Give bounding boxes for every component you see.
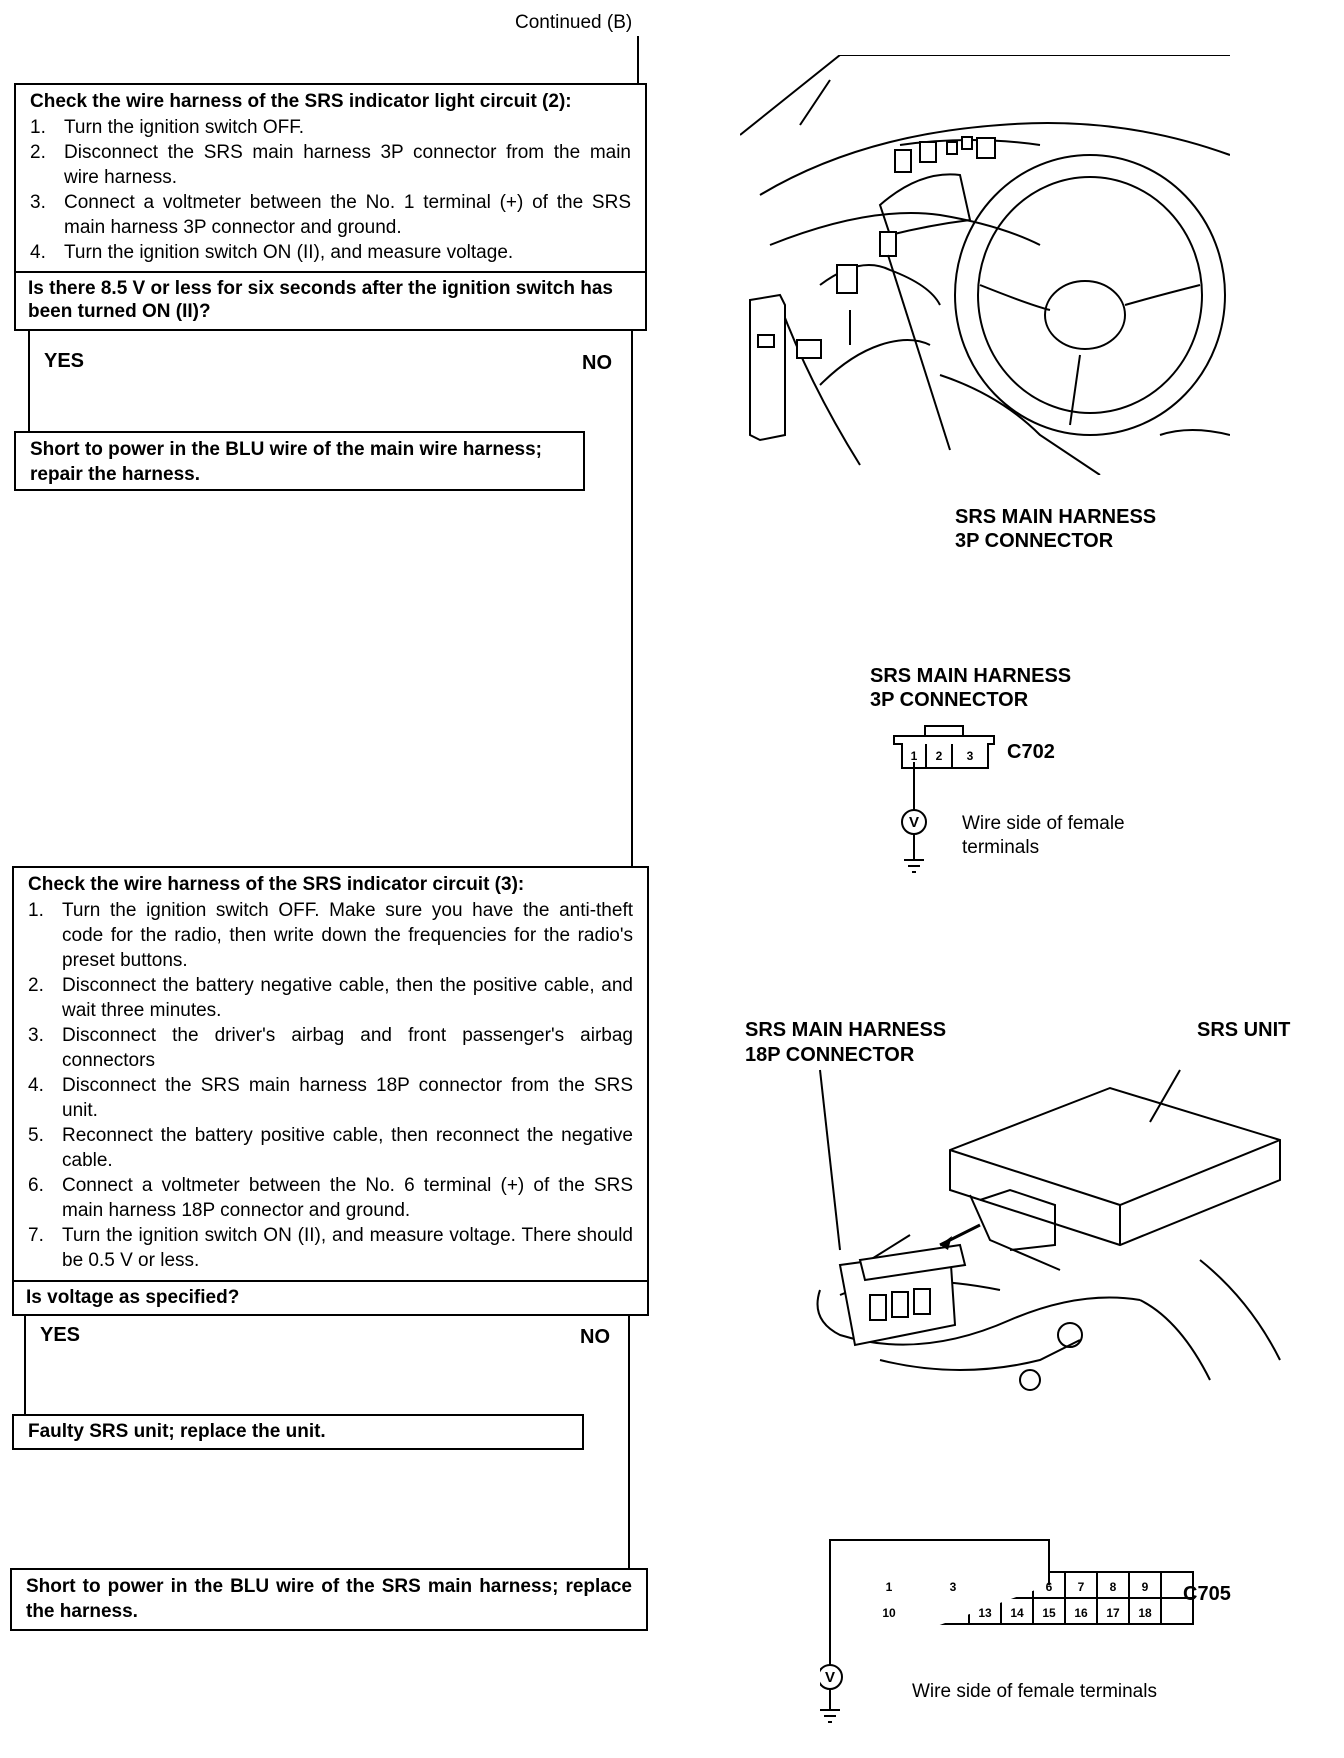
yes-line-1 xyxy=(28,331,30,431)
step-item: 4.Turn the ignition switch ON (II), and … xyxy=(30,242,514,263)
pin-label: 16 xyxy=(1074,1606,1088,1620)
pin-2: 2 xyxy=(936,749,943,763)
check-box-2: Check the wire harness of the SRS indica… xyxy=(12,866,649,1282)
fig3-label-line1: SRS MAIN HARNESS xyxy=(745,1019,947,1041)
fig1-label-line1: SRS MAIN HARNESS xyxy=(955,506,1157,528)
step-item: 3.Connect a voltmeter between the No. 1 … xyxy=(30,192,631,238)
check-box-1: Check the wire harness of the SRS indica… xyxy=(14,83,647,273)
voltmeter-symbol: V xyxy=(909,814,919,831)
fig2-note-line2: terminals xyxy=(962,837,1040,858)
pin-label: 3 xyxy=(950,1580,957,1594)
pin-label: 7 xyxy=(1078,1580,1085,1594)
no-line-1 xyxy=(631,331,633,868)
no-line-2 xyxy=(628,1316,630,1568)
fig2-connector-id: C702 xyxy=(1007,741,1055,763)
step-item: 6.Connect a voltmeter between the No. 6 … xyxy=(28,1175,633,1221)
dashboard-illustration xyxy=(740,55,1230,475)
pin-label: 10 xyxy=(882,1606,896,1620)
pin-label: 14 xyxy=(1010,1606,1024,1620)
pin-3: 3 xyxy=(967,749,974,763)
pin-label: 9 xyxy=(1142,1580,1149,1594)
pin-label: 8 xyxy=(1110,1580,1117,1594)
check-box-2-steps: 1.Turn the ignition switch OFF. Make sur… xyxy=(28,898,633,1273)
pin-label: 17 xyxy=(1106,1606,1120,1620)
check-box-1-steps: 1.Turn the ignition switch OFF. 2.Discon… xyxy=(30,115,631,265)
yes-line-2 xyxy=(24,1316,26,1416)
flow-line-top xyxy=(637,36,639,83)
fig3-unit-label: SRS UNIT xyxy=(1197,1019,1291,1041)
step-item: 4.Disconnect the SRS main harness 18P co… xyxy=(28,1075,633,1121)
fig4-note: Wire side of female terminals xyxy=(912,1681,1157,1702)
pin-1: 1 xyxy=(911,749,918,763)
fig1-label-line2: 3P CONNECTOR xyxy=(955,530,1114,552)
pin-label: 6 xyxy=(1046,1580,1053,1594)
question-2: Is voltage as specified? xyxy=(12,1280,649,1316)
fig2-label-line1: SRS MAIN HARNESS xyxy=(870,665,1072,687)
step-item: 1.Turn the ignition switch OFF. Make sur… xyxy=(28,900,633,971)
step-item: 7.Turn the ignition switch ON (II), and … xyxy=(28,1225,633,1271)
fig2-label-line2: 3P CONNECTOR xyxy=(870,689,1029,711)
pin-label: 15 xyxy=(1042,1606,1056,1620)
fig3-label-line2: 18P CONNECTOR xyxy=(745,1044,915,1066)
result-box-1: Short to power in the BLU wire of the ma… xyxy=(14,431,585,491)
no-label-2: NO xyxy=(580,1326,610,1348)
pin-label: 1 xyxy=(886,1580,893,1594)
check-box-2-title: Check the wire harness of the SRS indica… xyxy=(28,874,525,895)
yes-label-1: YES xyxy=(44,350,85,372)
step-item: 2.Disconnect the SRS main harness 3P con… xyxy=(30,142,631,188)
pin-label: 18 xyxy=(1138,1606,1152,1620)
step-item: 3.Disconnect the driver's airbag and fro… xyxy=(28,1025,633,1071)
connector-18p-diagram: 1 3 6 7 8 9 10 13 14 15 16 17 18 V xyxy=(820,1539,1194,1723)
result-box-2-yes: Faulty SRS unit; replace the unit. xyxy=(12,1414,584,1450)
fig2-note-line1: Wire side of female xyxy=(962,813,1125,834)
step-item: 2.Disconnect the battery negative cable,… xyxy=(28,975,633,1021)
fig4-connector-id: C705 xyxy=(1183,1583,1231,1605)
srs-unit-illustration xyxy=(816,1069,1281,1391)
step-item: 1.Turn the ignition switch OFF. xyxy=(30,117,305,138)
question-1: Is there 8.5 V or less for six seconds a… xyxy=(14,271,647,331)
no-label-1: NO xyxy=(582,352,612,374)
continued-label: Continued (B) xyxy=(515,12,633,33)
pin-label: 13 xyxy=(978,1606,992,1620)
result-box-2-no: Short to power in the BLU wire of the SR… xyxy=(10,1568,648,1631)
yes-label-2: YES xyxy=(40,1324,81,1346)
connector-3p-diagram: 1 2 3 V xyxy=(893,725,995,873)
step-item: 5.Reconnect the battery positive cable, … xyxy=(28,1125,633,1171)
voltmeter-symbol: V xyxy=(825,1669,835,1686)
check-box-1-title: Check the wire harness of the SRS indica… xyxy=(30,91,572,112)
